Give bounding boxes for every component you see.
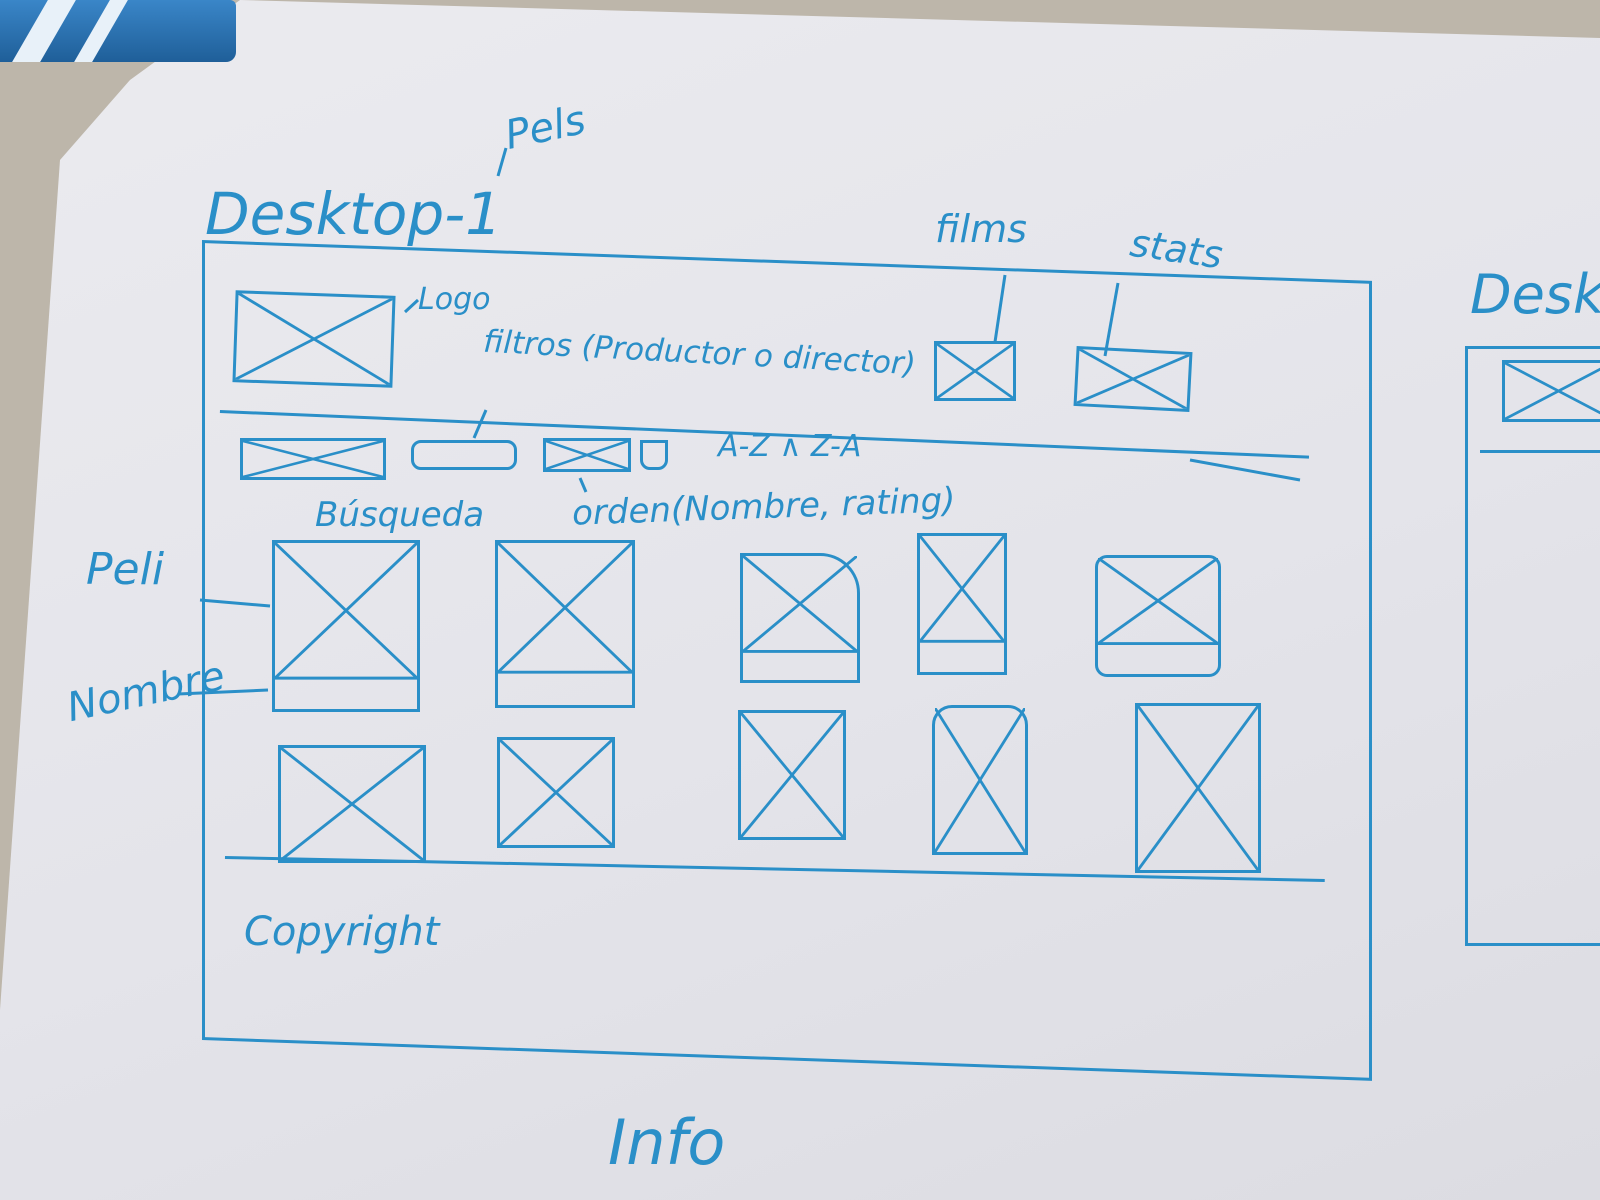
movie-label: Peli bbox=[86, 544, 165, 595]
info-label: Info bbox=[608, 1106, 726, 1179]
movie-card[interactable] bbox=[1095, 555, 1221, 677]
search-input[interactable] bbox=[411, 440, 517, 470]
films-nav-button[interactable] bbox=[934, 341, 1016, 401]
order-dropdown[interactable] bbox=[543, 438, 631, 472]
second-desktop-frame bbox=[1465, 346, 1600, 946]
movie-card[interactable] bbox=[932, 705, 1028, 855]
page-title: Desktop-1 bbox=[205, 180, 503, 248]
movie-card[interactable] bbox=[1135, 703, 1261, 873]
movie-card[interactable] bbox=[272, 540, 420, 712]
second-logo-placeholder bbox=[1502, 360, 1600, 422]
movie-card[interactable] bbox=[278, 745, 426, 863]
sort-toggle-options: A-Z ∧ Z-A bbox=[718, 429, 862, 464]
search-label: Búsqueda bbox=[315, 495, 485, 535]
movie-card[interactable] bbox=[495, 540, 635, 708]
second-frame-title: Deskt bbox=[1470, 263, 1600, 326]
logo-placeholder bbox=[232, 290, 396, 388]
blue-tape bbox=[0, 0, 236, 62]
second-header-divider bbox=[1480, 450, 1600, 453]
logo-label: Logo bbox=[418, 282, 491, 317]
movie-card[interactable] bbox=[497, 737, 615, 848]
movie-card[interactable] bbox=[738, 710, 846, 840]
filter-dropdown[interactable] bbox=[240, 438, 386, 480]
films-label: films bbox=[935, 207, 1027, 251]
footer-copyright: Copyright bbox=[244, 909, 440, 955]
movie-card[interactable] bbox=[740, 553, 860, 683]
sort-checkbox[interactable] bbox=[640, 440, 668, 470]
stats-nav-button[interactable] bbox=[1073, 346, 1193, 412]
movie-card[interactable] bbox=[917, 533, 1007, 675]
